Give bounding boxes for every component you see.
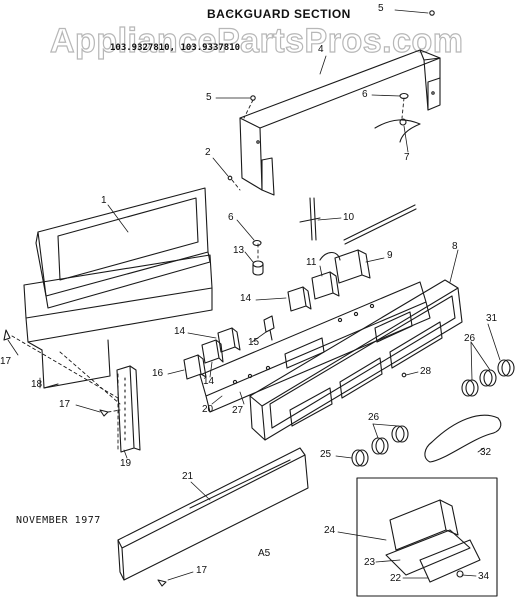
support-rod bbox=[299, 197, 321, 241]
callout-34: 34 bbox=[478, 571, 490, 582]
callout-20: 20 bbox=[202, 404, 214, 415]
callout-24: 24 bbox=[324, 525, 336, 536]
assembly-guides bbox=[11, 97, 405, 451]
callout-17: 17 bbox=[196, 565, 208, 576]
screw-17-mid bbox=[99, 409, 109, 417]
screw-2 bbox=[227, 175, 233, 181]
callout-13: 13 bbox=[233, 245, 245, 256]
model-numbers: 103.9327810, 103.9337810 bbox=[110, 43, 241, 53]
bracket-plate bbox=[23, 254, 213, 389]
callout-14: 14 bbox=[203, 376, 215, 387]
callout-5: 5 bbox=[206, 92, 212, 103]
switch-14-middle bbox=[217, 327, 241, 353]
callout-19: 19 bbox=[120, 458, 132, 469]
wire-clip bbox=[399, 118, 407, 126]
callout-8: 8 bbox=[452, 241, 458, 252]
callout-26: 26 bbox=[464, 333, 476, 344]
control-panel-frame bbox=[249, 279, 463, 441]
switch-14-lower bbox=[201, 339, 224, 364]
callout-2: 2 bbox=[205, 147, 211, 158]
screw-17-bottom bbox=[157, 579, 167, 587]
lamp-socket bbox=[263, 315, 275, 341]
callout-6: 6 bbox=[362, 89, 368, 100]
clip-28 bbox=[401, 372, 407, 378]
callout-5: 5 bbox=[378, 3, 384, 14]
knob-set-right bbox=[461, 359, 515, 397]
callout-21: 21 bbox=[182, 471, 194, 482]
section-title: BACKGUARD SECTION bbox=[207, 7, 351, 21]
wire-harness bbox=[374, 119, 421, 143]
callout-31: 31 bbox=[486, 313, 498, 324]
callout-25: 25 bbox=[320, 449, 332, 460]
callout-6: 6 bbox=[228, 212, 234, 223]
side-bracket bbox=[116, 365, 141, 453]
control-panel bbox=[199, 281, 431, 413]
watermark: AppliancePartsPros.com bbox=[49, 21, 464, 60]
callout-15: 15 bbox=[248, 337, 260, 348]
callout-1: 1 bbox=[101, 195, 107, 206]
sheet-number: A5 bbox=[258, 548, 271, 559]
wire-loop bbox=[424, 414, 502, 463]
screw-5-top bbox=[429, 10, 435, 16]
screw-17-left bbox=[3, 329, 11, 341]
timer-clock bbox=[319, 204, 417, 284]
bushing-13 bbox=[252, 260, 264, 276]
callout-32: 32 bbox=[480, 447, 492, 458]
callout-16: 16 bbox=[152, 368, 164, 379]
switch-14-upper bbox=[287, 286, 312, 312]
switch-16 bbox=[183, 354, 207, 380]
callout-27: 27 bbox=[232, 405, 244, 416]
callout-10: 10 bbox=[343, 212, 355, 223]
callout-17: 17 bbox=[0, 356, 12, 367]
callout-17: 17 bbox=[59, 399, 71, 410]
callout-14: 14 bbox=[240, 293, 252, 304]
knob-set-center bbox=[351, 425, 409, 467]
callout-11: 11 bbox=[306, 257, 317, 268]
callout-18: 18 bbox=[31, 379, 43, 390]
callout-28: 28 bbox=[420, 366, 432, 377]
revision-date: NOVEMBER 1977 bbox=[16, 515, 101, 526]
screw-5-left bbox=[250, 95, 256, 101]
callout-4: 4 bbox=[318, 44, 324, 55]
callout-leaders bbox=[7, 9, 501, 581]
inset-box bbox=[356, 477, 498, 597]
callout-22: 22 bbox=[390, 573, 402, 584]
trim-strip bbox=[117, 447, 309, 581]
switch-11 bbox=[311, 271, 340, 300]
callout-7: 7 bbox=[404, 152, 410, 163]
backguard-cover bbox=[239, 49, 441, 196]
callout-26: 26 bbox=[368, 412, 380, 423]
callout-23: 23 bbox=[364, 557, 376, 568]
nut-6-lower bbox=[252, 239, 262, 247]
callout-9: 9 bbox=[387, 250, 393, 261]
rear-panel bbox=[35, 187, 211, 309]
callout-14: 14 bbox=[174, 326, 186, 337]
